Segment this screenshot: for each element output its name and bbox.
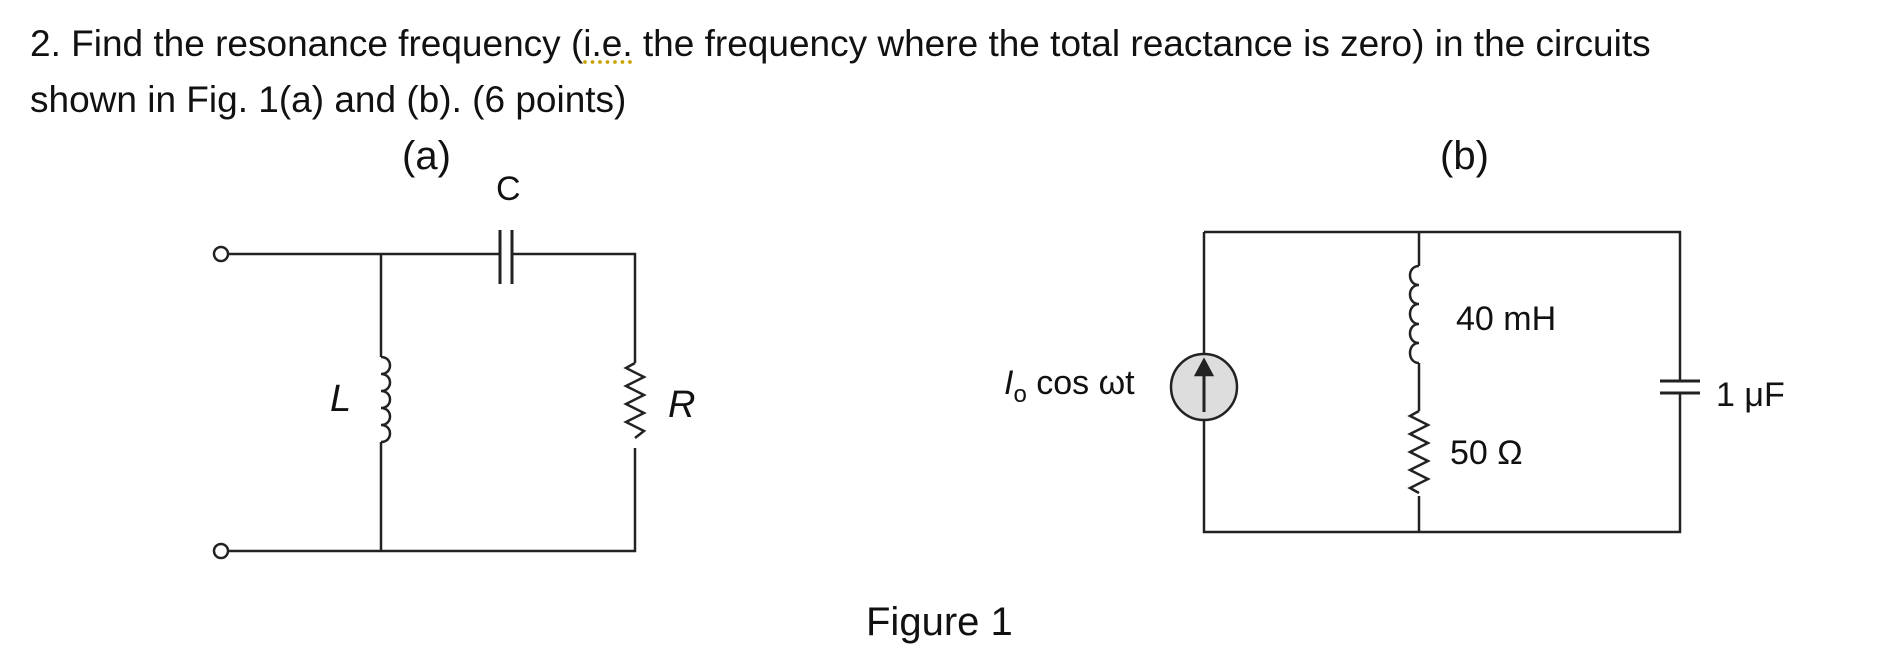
question-text: the frequency where the total reactance …: [632, 23, 1651, 64]
resistor-r: [623, 361, 647, 439]
label-1uf: 1 μF: [1716, 376, 1785, 414]
question-line-2: shown in Fig. 1(a) and (b). (6 points): [30, 79, 627, 120]
circuit-a: [212, 230, 647, 560]
wire: [228, 252, 637, 553]
resistor-50ohm: [1407, 409, 1431, 495]
wire: [1202, 230, 1682, 534]
source-label: Io cos ωt: [1004, 364, 1135, 409]
label-c: C: [496, 170, 521, 208]
terminal-top: [212, 245, 230, 263]
label-40mh: 40 mH: [1456, 300, 1557, 338]
arrow-up-icon: [1193, 357, 1215, 377]
circuit-b: [1169, 230, 1700, 534]
source-label-sub: o: [1013, 380, 1027, 408]
capacitor-1uf: [1660, 379, 1700, 395]
inductor-40mh: [1408, 264, 1420, 365]
terminal-bottom: [212, 542, 230, 560]
caption-b: (b): [1440, 134, 1489, 178]
label-l: L: [330, 378, 352, 420]
question-line-1: 2. Find the resonance frequency (i.e. th…: [30, 22, 1651, 66]
label-50ohm: 50 Ω: [1450, 434, 1523, 472]
label-r: R: [668, 384, 696, 426]
source-label-rest: cos ωt: [1026, 364, 1135, 402]
caption-a: (a): [402, 134, 451, 178]
capacitor-c: [498, 230, 514, 284]
ie-abbrev: i.e.: [583, 23, 633, 64]
source-label-i: I: [1004, 364, 1014, 402]
inductor-l: [380, 355, 392, 444]
figure-caption: Figure 1: [866, 600, 1013, 644]
question-text: 2. Find the resonance frequency (: [30, 23, 584, 64]
